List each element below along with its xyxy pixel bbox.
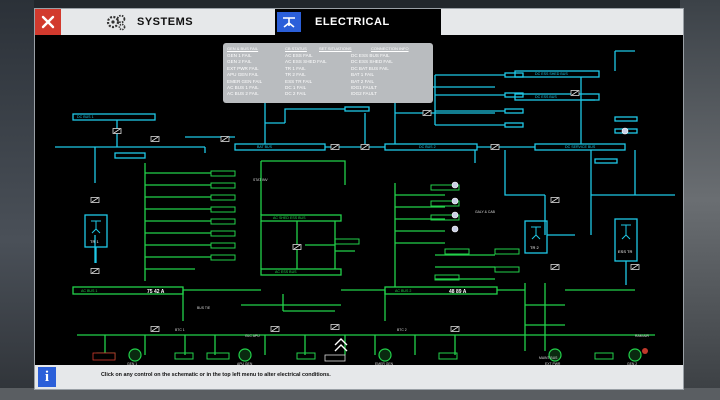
svg-text:MAINT BUS: MAINT BUS	[539, 356, 558, 360]
svg-text:GALY & CAB: GALY & CAB	[475, 210, 496, 214]
tr2-label: TR 2	[530, 245, 539, 250]
tr1-label: TR 1	[90, 239, 99, 244]
bat-bus-label: BAT BUS	[257, 145, 273, 149]
electrical-panel-window: SYSTEMS ELECTRICAL	[34, 8, 684, 390]
ac-bus-1-current: 75 42 A	[147, 289, 165, 295]
failure-menu[interactable]: GEN & BUS FAIL CB STATUS SET SITUATIONS …	[223, 43, 433, 103]
tab-electrical[interactable]: ELECTRICAL	[275, 9, 441, 35]
info-icon: i	[44, 368, 50, 385]
tab-bar: SYSTEMS ELECTRICAL	[35, 9, 683, 35]
menu-header-set-situations[interactable]: SET SITUATIONS	[319, 46, 352, 51]
svg-text:BTC 1: BTC 1	[175, 328, 185, 332]
transformers	[91, 220, 631, 240]
svg-text:GEN 1: GEN 1	[127, 362, 137, 365]
dc-bus-2-label: DC BUS 2	[419, 145, 436, 149]
menu-item[interactable]: TR 1 FAIL	[285, 65, 306, 71]
generators[interactable]	[128, 348, 642, 362]
tab-systems-label: SYSTEMS	[137, 16, 194, 28]
dc-bus-1-label: DC BUS 1	[77, 115, 94, 119]
ac-bus-2-label: AC BUS 2	[395, 289, 411, 293]
apu-gen-circle	[238, 348, 252, 362]
tab-electrical-label: ELECTRICAL	[315, 16, 390, 28]
menu-item[interactable]: ESS TR FAIL	[285, 78, 313, 84]
menu-item[interactable]: DC BAT BUS FAIL	[351, 65, 389, 71]
electrical-schematic[interactable]: 75 42 A 48 89 A	[35, 35, 683, 365]
menu-item[interactable]: BAT 1 FAIL	[351, 72, 375, 78]
footer-hint: Click on any control on the schematic or…	[101, 372, 331, 378]
close-icon	[41, 15, 55, 29]
menu-item[interactable]: EXT PWR FAIL	[227, 65, 259, 71]
svg-text:RAM AIR: RAM AIR	[635, 334, 649, 338]
svg-text:APU GEN: APU GEN	[237, 362, 253, 365]
menu-item[interactable]: GEN 2 FAIL	[227, 59, 252, 65]
cockpit-right-background	[680, 0, 720, 400]
ac-bus-2-current: 48 89 A	[449, 289, 467, 295]
menu-column-2: AC ESS FAIL AC ESS SHED FAIL TR 1 FAIL T…	[285, 53, 327, 98]
gears-icon	[106, 14, 126, 31]
ac-network	[72, 160, 655, 355]
menu-item[interactable]: AC ESS SHED FAIL	[285, 59, 327, 65]
menu-item[interactable]: DC 2 FAIL	[285, 91, 307, 97]
dc-service-bus-label: DC SERVICE BUS	[565, 145, 596, 149]
svg-text:STAT INV: STAT INV	[253, 178, 268, 182]
footer-bar: i Click on any control on the schematic …	[35, 365, 683, 389]
gen-1-circle	[128, 348, 142, 362]
menu-item[interactable]: TR 2 FAIL	[285, 72, 306, 78]
gen-2-circle	[628, 348, 642, 362]
ac-ess-bus-label: AC ESS BUS	[275, 270, 297, 274]
cb-buttons[interactable]	[421, 63, 629, 233]
menu-item[interactable]: IDG2 FAULT	[351, 91, 377, 97]
dc-ess-bus-label: DC ESS BUS	[535, 95, 557, 99]
ext-pwr-circle	[548, 348, 562, 362]
ac-components	[96, 170, 614, 360]
tab-bar-spacer	[441, 9, 683, 35]
menu-item[interactable]: DC 1 FAIL	[285, 85, 307, 91]
ess-tr-label: ESS TR	[618, 249, 632, 254]
menu-item[interactable]: EMER GEN FAIL	[227, 78, 263, 84]
emer-gen-circle	[378, 348, 392, 362]
desktop-top-strip	[0, 0, 720, 10]
power-node-icon	[283, 17, 295, 28]
svg-text:EMER GEN: EMER GEN	[375, 362, 394, 365]
dc-ess-shed-label: DC ESS SHED BUS	[535, 72, 568, 76]
menu-header-cb-status[interactable]: CB STATUS	[285, 46, 307, 51]
menu-item[interactable]: DC ESS BUS FAIL	[351, 53, 390, 58]
menu-item[interactable]: APU GEN FAIL	[227, 72, 259, 78]
svg-text:GLC APU: GLC APU	[245, 334, 260, 338]
menu-item[interactable]: AC BUS 2 FAIL	[227, 91, 259, 97]
svg-text:GEN 2: GEN 2	[627, 362, 637, 365]
svg-text:BTC 2: BTC 2	[397, 328, 407, 332]
menu-item[interactable]: DC ESS SHED FAIL	[351, 59, 393, 65]
svg-text:BUS TIE: BUS TIE	[197, 306, 211, 310]
menu-column-1: GEN 1 FAIL GEN 2 FAIL EXT PWR FAIL APU G…	[227, 53, 262, 98]
ac-shed-ess-label: AC SHED ESS BUS	[273, 216, 306, 220]
menu-column-3: DC ESS BUS FAIL DC ESS SHED FAIL DC BAT …	[351, 53, 393, 98]
cockpit-left-background	[0, 0, 34, 400]
info-button[interactable]: i	[38, 367, 56, 387]
menu-item[interactable]: GEN 1 FAIL	[227, 53, 252, 58]
svg-text:EXT PWR: EXT PWR	[545, 362, 561, 365]
ac-bus-1-label: AC BUS 1	[81, 289, 97, 293]
menu-item[interactable]: IDG1 FAULT	[351, 85, 377, 91]
menu-item[interactable]: BAT 2 FAIL	[351, 78, 375, 84]
tab-systems[interactable]: SYSTEMS	[105, 9, 305, 35]
menu-header-gen-bus-fail[interactable]: GEN & BUS FAIL	[227, 46, 259, 51]
desktop-bottom-strip	[0, 388, 720, 400]
scroll-up-icon[interactable]	[334, 338, 348, 352]
menu-item[interactable]: AC ESS FAIL	[285, 53, 313, 58]
close-button[interactable]	[35, 9, 61, 35]
menu-item[interactable]: AC BUS 1 FAIL	[227, 85, 259, 91]
electrical-tab-icon-box	[277, 12, 301, 32]
menu-header-connection-info[interactable]: CONNECTION INFO	[371, 46, 409, 51]
